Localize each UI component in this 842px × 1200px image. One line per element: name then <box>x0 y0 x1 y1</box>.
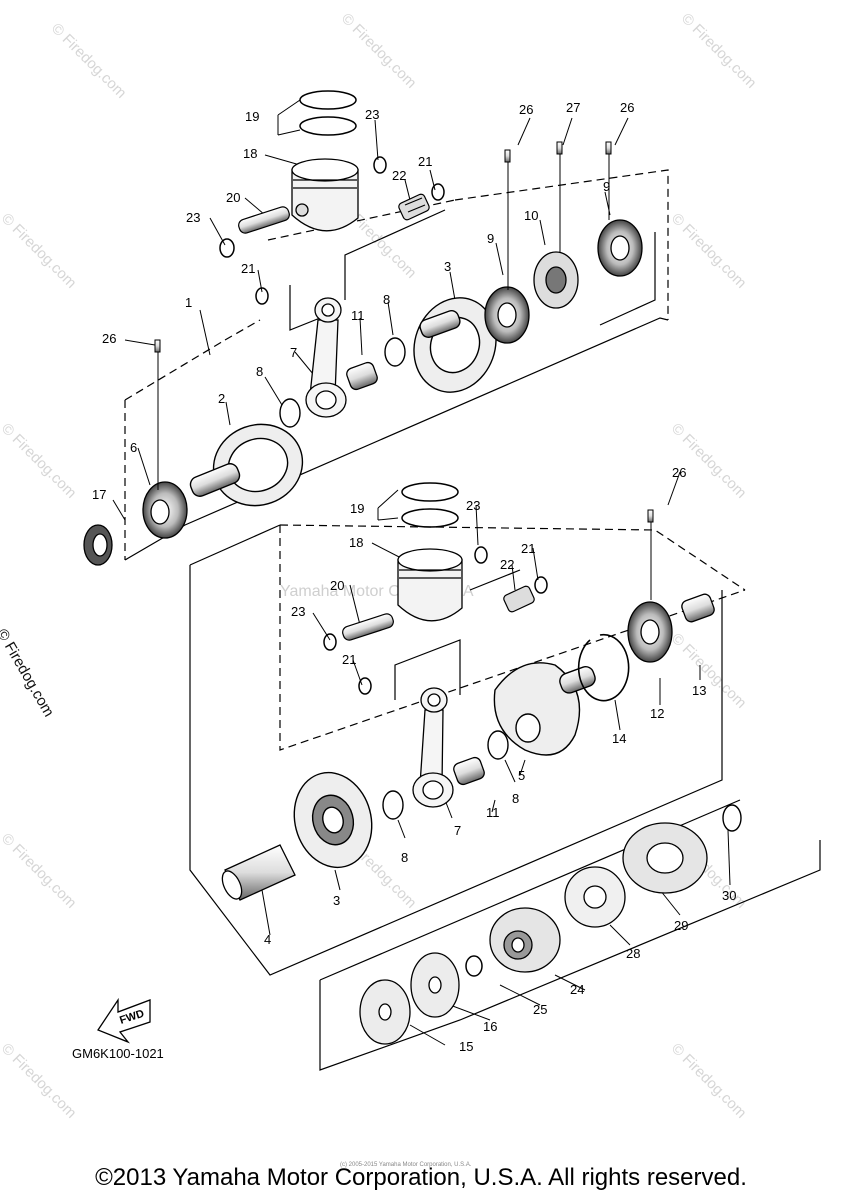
snap-ring-14 <box>577 633 630 702</box>
leader-pins <box>157 154 652 600</box>
callout: 18 <box>349 535 363 550</box>
callout: 2 <box>218 391 225 406</box>
piston-rings-lower <box>401 482 459 528</box>
callout: 27 <box>566 100 580 115</box>
callout-numbers: 19 23 18 21 22 20 23 21 1 26 7 8 11 8 3 … <box>92 100 736 1054</box>
circlips-lower <box>323 546 548 695</box>
callout: 7 <box>454 823 461 838</box>
callout: 22 <box>500 557 514 572</box>
crank-web-upper-left <box>189 423 304 507</box>
callout: 30 <box>722 888 736 903</box>
circlips-upper <box>219 156 445 305</box>
callout: 7 <box>290 345 297 360</box>
callout: 15 <box>459 1039 473 1054</box>
callout: 20 <box>330 578 344 593</box>
callout: 18 <box>243 146 257 161</box>
callout: 17 <box>92 487 106 502</box>
oil-seal-17 <box>83 524 113 566</box>
needle-bearing-upper <box>398 193 430 221</box>
callout: 5 <box>518 768 525 783</box>
callout: 3 <box>333 893 340 908</box>
callout: 23 <box>466 498 480 513</box>
callout: 22 <box>392 168 406 183</box>
plate-16 <box>410 952 460 1018</box>
callout: 11 <box>351 308 365 323</box>
callout: 26 <box>102 331 116 346</box>
callout: 26 <box>519 102 533 117</box>
plate-15 <box>359 979 411 1045</box>
callout: 12 <box>650 706 664 721</box>
damper-28 <box>564 866 626 928</box>
circlip-25 <box>465 955 483 977</box>
tiny-copyright-note: (c) 2005-2015 Yamaha Motor Corporation, … <box>340 1162 472 1168</box>
washers-lower <box>382 730 742 832</box>
callout: 19 <box>245 109 259 124</box>
callout: 8 <box>401 850 408 865</box>
connecting-rod-upper <box>305 297 347 418</box>
piston-rings-upper <box>299 90 357 136</box>
callout: 8 <box>383 292 390 307</box>
callout: 8 <box>256 364 263 379</box>
callout: 26 <box>672 465 686 480</box>
callout: 23 <box>291 604 305 619</box>
bearing-12 <box>627 601 673 663</box>
callout: 21 <box>241 261 255 276</box>
callout: 23 <box>186 210 200 225</box>
callout: 26 <box>620 100 634 115</box>
clutch-boss-24 <box>489 907 561 973</box>
callout: 20 <box>226 190 240 205</box>
piston-upper <box>291 158 359 232</box>
callout: 29 <box>674 918 688 933</box>
copyright-footer: ©2013 Yamaha Motor Corporation, U.S.A. A… <box>95 1164 747 1191</box>
bush-11-lower <box>453 756 485 786</box>
callout: 14 <box>612 731 626 746</box>
piston-lower <box>397 548 463 622</box>
callout: 9 <box>487 231 494 246</box>
needle-bearing-lower <box>503 585 535 613</box>
crank-web-lower <box>493 662 596 756</box>
callout: 23 <box>365 107 379 122</box>
callout: 1 <box>185 295 192 310</box>
callout: 8 <box>512 791 519 806</box>
crank-web-upper-right <box>413 297 497 393</box>
callout: 21 <box>521 541 535 556</box>
washers-upper <box>279 337 406 428</box>
callout: 25 <box>533 1002 547 1017</box>
callout: 4 <box>264 932 271 947</box>
piston-pin-lower <box>342 613 394 641</box>
callout: 24 <box>570 982 584 997</box>
fwd-arrow-icon: FWD <box>97 997 151 1044</box>
connecting-rod-lower <box>412 687 454 808</box>
callout: 13 <box>692 683 706 698</box>
callout: 21 <box>342 652 356 667</box>
gear-10 <box>533 251 579 309</box>
bearing-9-left <box>484 286 530 344</box>
callout: 21 <box>418 154 432 169</box>
callout: 10 <box>524 208 538 223</box>
bush-11-upper <box>346 361 378 391</box>
callout: 19 <box>350 501 364 516</box>
callout: 16 <box>483 1019 497 1034</box>
callout: 9 <box>603 179 610 194</box>
callout: 6 <box>130 440 137 455</box>
bearing-9-right <box>597 219 643 277</box>
crank-pin-4 <box>221 844 296 901</box>
collar-13 <box>681 593 715 623</box>
callout: 3 <box>444 259 451 274</box>
bearing-6 <box>142 481 188 539</box>
callout: 11 <box>486 805 500 820</box>
diagram-code: GM6K100-1021 <box>72 1046 164 1061</box>
piston-pin-upper <box>238 206 290 234</box>
crank-web-lower-left <box>293 771 373 869</box>
callout: 28 <box>626 946 640 961</box>
clutch-hub-29 <box>622 822 708 894</box>
